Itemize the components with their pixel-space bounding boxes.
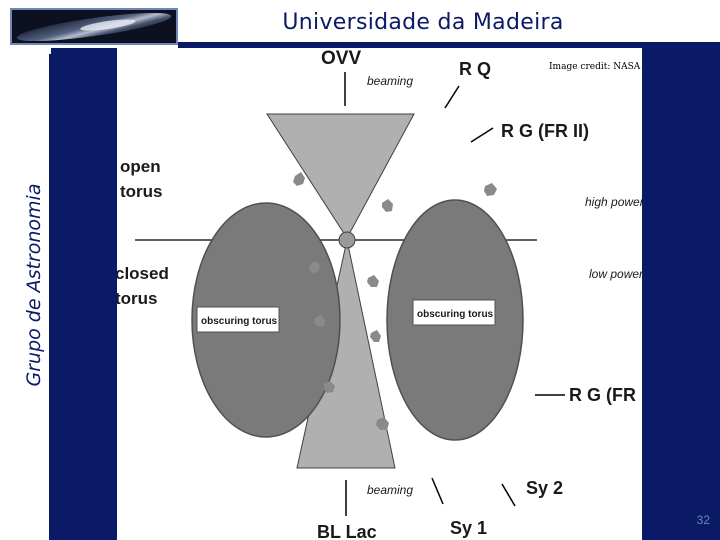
label-open-1: open: [120, 157, 161, 176]
right-frame-band: [642, 48, 720, 540]
cloud: [367, 275, 379, 287]
left-frame-band: [51, 48, 117, 540]
label-beaming-bottom: beaming: [367, 483, 413, 497]
label-rg-fri: R G (FR I): [569, 385, 642, 405]
label-low-power: low power: [589, 267, 642, 281]
label-closed-1: closed: [117, 264, 169, 283]
cloud: [293, 172, 305, 186]
obscuring-label-box-left: [196, 306, 280, 333]
pointer-rq: [444, 85, 460, 109]
side-divider: [49, 54, 51, 540]
label-obscuring-right: obscuring torus: [417, 309, 494, 320]
side-panel: [0, 48, 48, 540]
pointer-rg-frii: [470, 127, 494, 143]
upper-jet-cone: [266, 113, 415, 239]
pointer-sy2: [501, 483, 516, 507]
agn-unification-diagram: OVV R Q R G (FR II) open torus closed to…: [117, 48, 642, 540]
cloud: [324, 381, 335, 393]
header-rule: [178, 42, 720, 48]
cloud: [309, 261, 320, 273]
page-number: 32: [696, 513, 710, 527]
cloud: [382, 199, 393, 212]
label-high-power: high power: [585, 195, 642, 209]
university-title: Universidade da Madeira: [282, 10, 564, 35]
label-rq: R Q: [459, 59, 491, 79]
obscuring-label-box-right: [412, 299, 496, 326]
cloud: [376, 417, 389, 430]
label-rg-frii: R G (FR II): [501, 121, 589, 141]
label-bl-lac: BL Lac: [317, 522, 377, 540]
group-name: Grupo de Astronomia: [23, 183, 45, 387]
label-obscuring-left: obscuring torus: [201, 316, 278, 327]
label-sy1: Sy 1: [450, 518, 487, 538]
cloud: [370, 330, 381, 342]
agn-diagram-svg: OVV R Q R G (FR II) open torus closed to…: [117, 48, 642, 540]
galaxy-logo-image: [12, 10, 176, 43]
label-closed-2: torus: [117, 289, 158, 308]
cloud: [314, 315, 325, 327]
image-credit: Image credit: NASA: [549, 62, 641, 72]
label-ovv: OVV: [321, 48, 361, 69]
label-beaming-top: beaming: [367, 74, 413, 88]
galaxy-logo: [10, 8, 178, 45]
pointer-sy1: [431, 477, 444, 505]
label-open-2: torus: [120, 182, 163, 201]
cloud: [484, 183, 497, 196]
central-engine: [338, 231, 356, 249]
label-sy2: Sy 2: [526, 478, 563, 498]
